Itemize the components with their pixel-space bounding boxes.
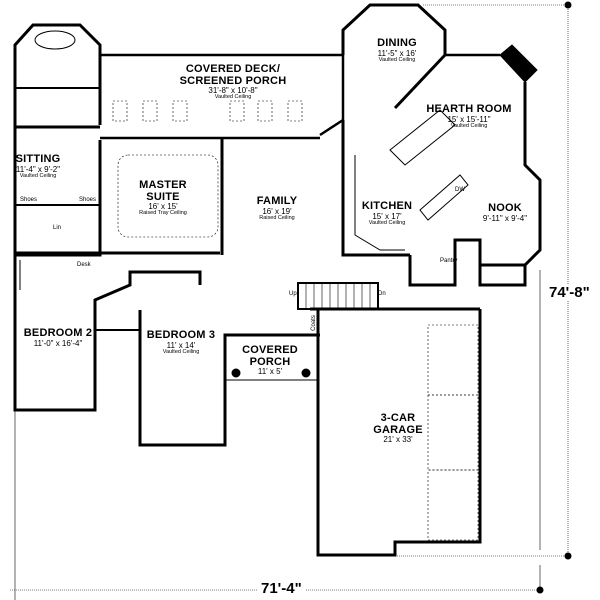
room-name: FAMILY xyxy=(256,195,298,207)
room-sitting: SITTING 11'-4" x 9'-2" Vaulted Ceiling xyxy=(15,153,61,180)
room-master-suite: MASTER SUITE 16' x 15' Raised Tray Ceili… xyxy=(139,179,187,217)
room-name: COVERED xyxy=(242,344,298,356)
shoes-left-label: Shoes xyxy=(20,197,38,203)
room-name: KITCHEN xyxy=(361,200,413,212)
room-family: FAMILY 16' x 19' Raised Ceiling xyxy=(256,195,298,222)
dishwasher-label: DW xyxy=(455,187,465,193)
room-ceiling: Raised Ceiling xyxy=(259,214,295,221)
room-name: DINING xyxy=(377,37,417,49)
room-hearth-room: HEARTH ROOM 15' x 15'-11" Vaulted Ceilin… xyxy=(426,103,512,130)
stairs-down-label: Dn xyxy=(378,291,386,297)
room-name: NOOK xyxy=(488,202,522,214)
room-nook: NOOK 9'-11" x 9'-4" xyxy=(482,202,528,223)
pantry-label: Pantry xyxy=(440,258,458,264)
room-size: 15' x 17' xyxy=(372,211,402,221)
room-bedroom-2: BEDROOM 2 11'-0" x 16'-4" xyxy=(23,327,93,348)
room-name: BEDROOM 2 xyxy=(23,327,93,339)
room-size: 31'-8" x 10'-8" xyxy=(208,86,258,96)
room-size: 16' x 19' xyxy=(262,206,292,216)
shoes-right-label: Shoes xyxy=(79,197,97,203)
room-dining: DINING 11'-5" x 16' Vaulted Ceiling xyxy=(377,37,417,64)
room-name: SITTING xyxy=(15,153,61,165)
room-name: HEARTH ROOM xyxy=(426,103,512,115)
stairs-up-label: Up xyxy=(289,291,297,297)
room-name-line2: GARAGE xyxy=(373,423,423,436)
room-ceiling: Vaulted Ceiling xyxy=(368,219,406,226)
room-ceiling: Vaulted Ceiling xyxy=(450,122,488,129)
room-ceiling: Vaulted Ceiling xyxy=(19,172,57,179)
room-size: 11'-4" x 9'-2" xyxy=(15,164,61,174)
room-ceiling: Vaulted Ceiling xyxy=(162,348,200,355)
room-name-line2: PORCH xyxy=(249,355,291,368)
room-ceiling: Vaulted Ceiling xyxy=(378,56,416,63)
overall-width-dimension: 71'-4" xyxy=(258,580,305,597)
room-name: BEDROOM 3 xyxy=(146,329,216,341)
coats-label: Coats xyxy=(310,315,317,331)
room-bedroom-3: BEDROOM 3 11' x 14' Vaulted Ceiling xyxy=(146,329,216,356)
room-size: 11'-5" x 16' xyxy=(377,48,417,58)
room-name-line2: SUITE xyxy=(146,190,180,203)
desk-label: Desk xyxy=(77,262,91,268)
room-ceiling: Vaulted Ceiling xyxy=(214,94,252,101)
room-size: 9'-11" x 9'-4" xyxy=(482,213,528,223)
room-size: 16' x 15' xyxy=(148,202,178,212)
room-name: MASTER xyxy=(139,179,187,191)
room-kitchen: KITCHEN 15' x 17' Vaulted Ceiling xyxy=(361,200,413,227)
room-garage: 3-CAR GARAGE 21' x 33' xyxy=(373,412,423,445)
room-covered-deck: COVERED DECK/ SCREENED PORCH 31'-8" x 10… xyxy=(179,63,287,101)
room-size: 11' x 14' xyxy=(166,340,196,350)
room-name: COVERED DECK/ xyxy=(185,63,281,75)
room-name: 3-CAR xyxy=(380,412,416,424)
room-ceiling: Raised Tray Ceiling xyxy=(139,210,187,217)
linen-label: Lin xyxy=(53,225,62,231)
room-size: 11' x 5' xyxy=(257,367,283,377)
overall-depth-dimension: 74'-8" xyxy=(546,284,593,301)
room-size: 11'-0" x 16'-4" xyxy=(33,338,83,348)
room-size: 15' x 15'-11" xyxy=(447,114,491,124)
room-size: 21' x 33' xyxy=(383,435,413,445)
room-name-line2: SCREENED PORCH xyxy=(179,74,287,87)
room-covered-porch: COVERED PORCH 11' x 5' xyxy=(242,344,298,377)
